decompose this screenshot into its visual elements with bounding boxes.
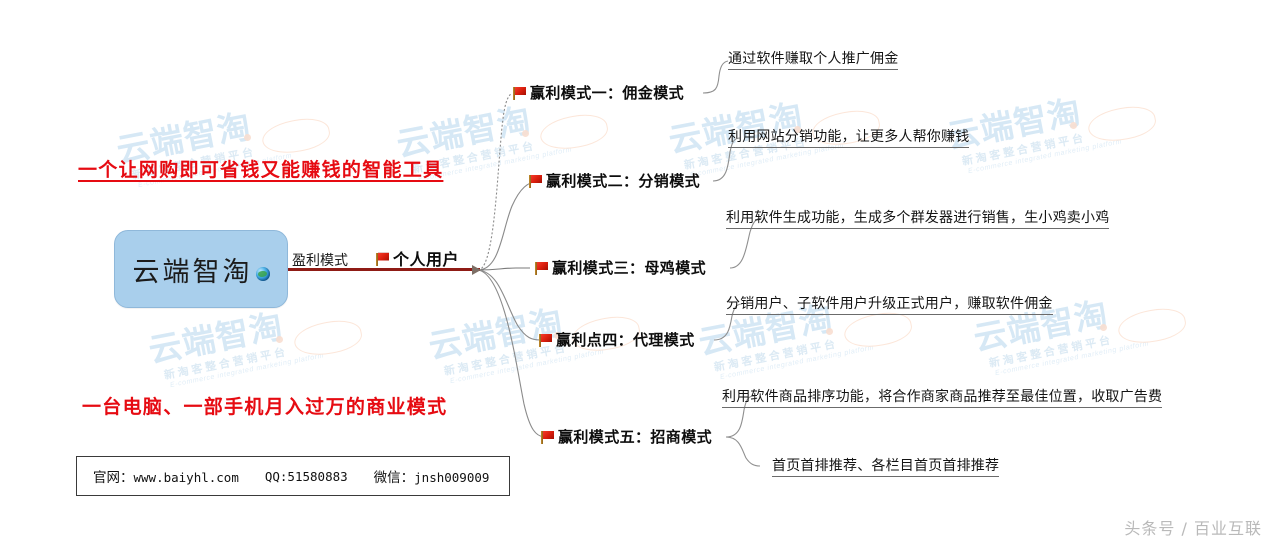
leaf-node-4-1[interactable]: 分销用户、子软件用户升级正式用户，赚取软件佣金 xyxy=(726,293,1053,315)
globe-icon xyxy=(255,267,270,281)
contact-box: 官网：www.baiyhl.com QQ:51580883 微信：jnsh009… xyxy=(76,456,510,496)
leaf-node-5-2[interactable]: 首页首排推荐、各栏目首页首排推荐 xyxy=(772,455,1000,477)
branch-node-1[interactable]: 赢利模式一：佣金模式 xyxy=(512,82,684,103)
branch-node-2[interactable]: 赢利模式二：分销模式 xyxy=(528,170,700,191)
leaf-node-5-1[interactable]: 利用软件商品排序功能，将合作商家商品推荐至最佳位置，收取广告费 xyxy=(722,386,1163,408)
trunk-node-personal-user[interactable]: 个人用户 xyxy=(375,246,459,270)
contact-wechat-value: jnsh009009 xyxy=(414,470,490,485)
branch-label-5: 赢利模式五：招商模式 xyxy=(558,428,713,446)
red-flag-icon xyxy=(528,174,543,189)
trunk-node-label: 个人用户 xyxy=(393,250,460,269)
contact-wechat-label: 微信： xyxy=(373,470,415,486)
contact-website: 官网：www.baiyhl.com xyxy=(93,466,239,486)
trunk-connector xyxy=(286,265,481,275)
headline-top: 一个让网购即可省钱又能赚钱的智能工具 xyxy=(78,159,444,181)
red-flag-icon xyxy=(512,86,527,101)
branch-label-3: 赢利模式三：母鸡模式 xyxy=(552,259,707,277)
trunk-connector-label: 盈利模式 xyxy=(292,253,348,269)
branch-label-1: 赢利模式一：佣金模式 xyxy=(530,84,685,102)
contact-qq: QQ:51580883 xyxy=(264,468,348,484)
headline-bottom: 一台电脑、一部手机月入过万的商业模式 xyxy=(82,396,448,418)
contact-website-label: 官网： xyxy=(93,470,134,486)
red-flag-icon xyxy=(534,261,549,276)
contact-wechat: 微信：jnsh009009 xyxy=(374,466,490,486)
branch-node-3[interactable]: 赢利模式三：母鸡模式 xyxy=(534,257,706,278)
center-node-label: 云端智淘 xyxy=(132,256,253,288)
branch-node-5[interactable]: 赢利模式五：招商模式 xyxy=(540,426,712,447)
leaf-node-3-1[interactable]: 利用软件生成功能，生成多个群发器进行销售，生小鸡卖小鸡 xyxy=(726,207,1110,229)
leaf-node-2-1[interactable]: 利用网站分销功能，让更多人帮你赚钱 xyxy=(728,126,970,148)
red-flag-icon xyxy=(375,252,390,267)
center-node[interactable]: 云端智淘 xyxy=(114,230,288,308)
red-flag-icon xyxy=(540,430,555,445)
leaf-node-1-1[interactable]: 通过软件赚取个人推广佣金 xyxy=(728,48,899,70)
branch-label-2: 赢利模式二：分销模式 xyxy=(546,172,701,190)
branch-node-4[interactable]: 赢利点四：代理模式 xyxy=(538,329,695,350)
attribution-watermark: 头条号 / 百业互联 xyxy=(1124,519,1262,538)
red-flag-icon xyxy=(538,333,553,348)
branch-label-4: 赢利点四：代理模式 xyxy=(556,331,695,349)
contact-website-value: www.baiyhl.com xyxy=(133,470,239,485)
